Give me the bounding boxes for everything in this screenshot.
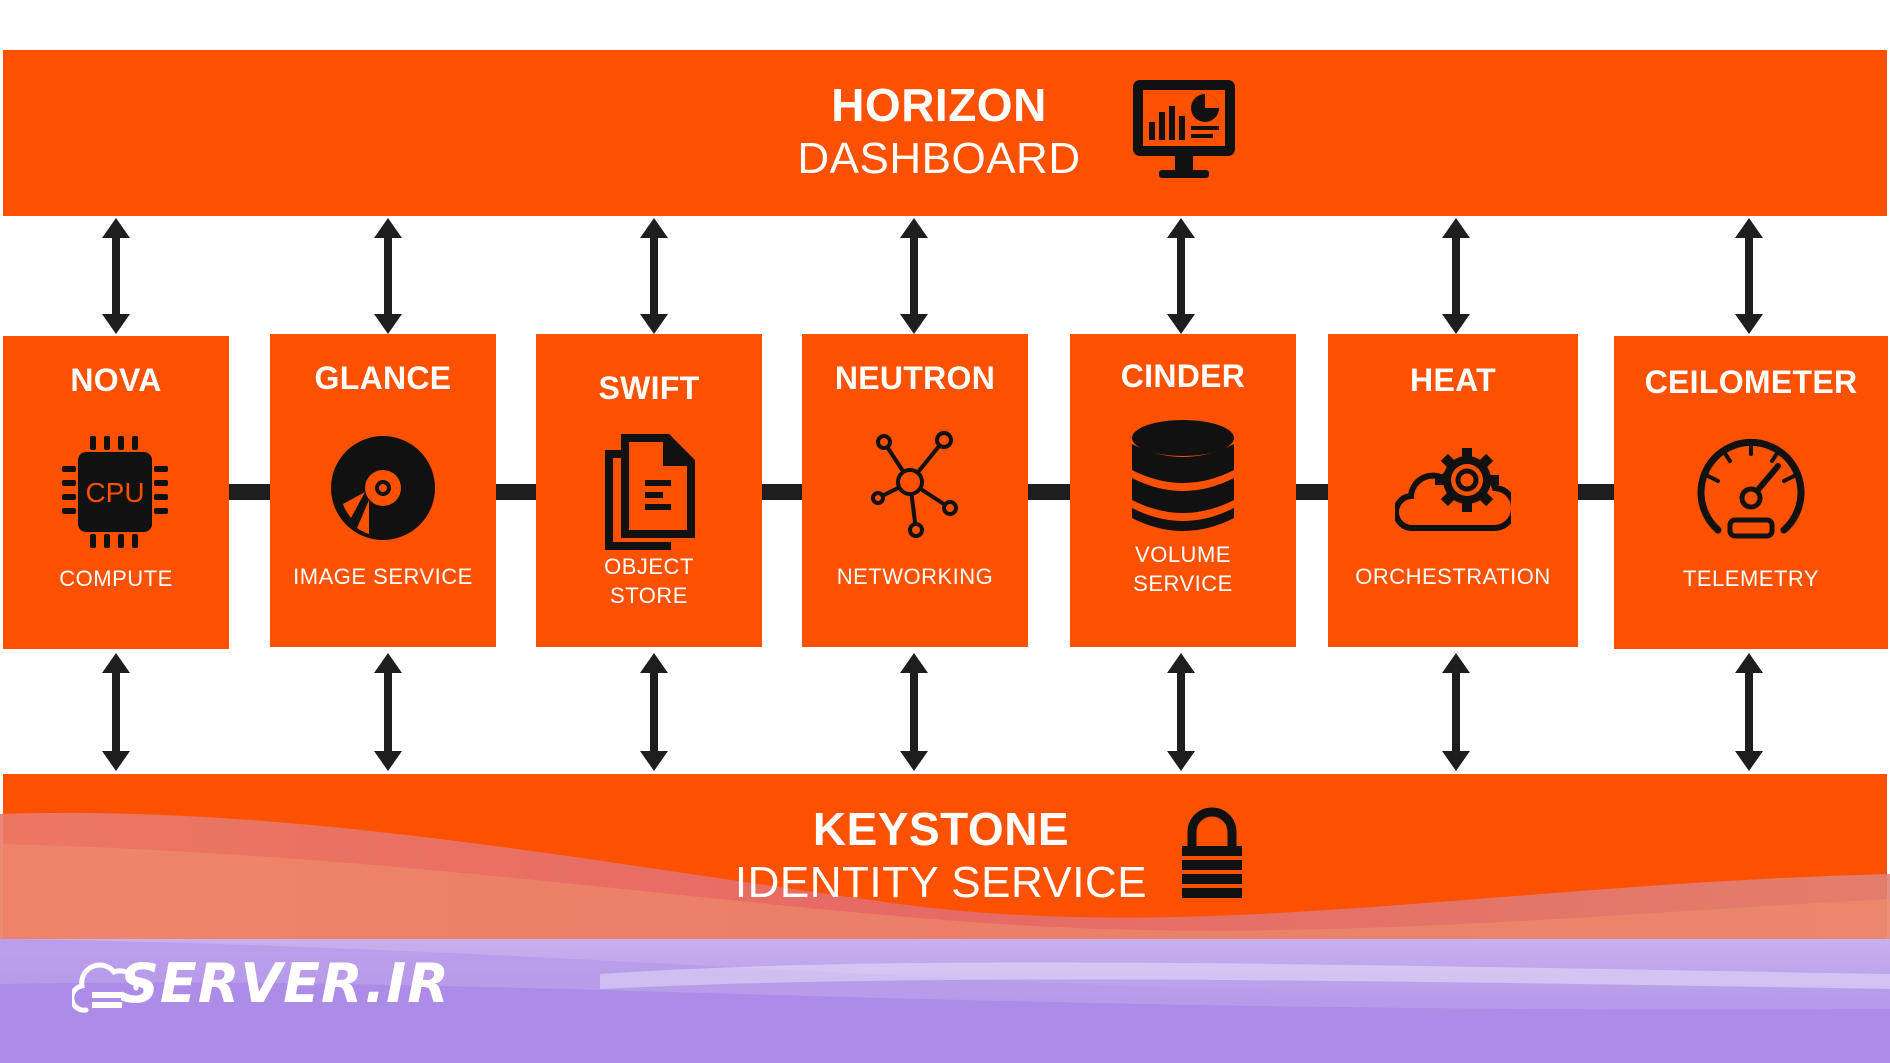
service-cinder: CINDER VOLUME SERVICE: [1070, 334, 1296, 647]
service-name: NEUTRON: [834, 360, 996, 396]
keystone-subtitle: IDENTITY SERVICE: [734, 858, 1148, 907]
arrow-ceilometer-keystone: [1735, 653, 1763, 771]
arrow-nova-keystone: [102, 653, 130, 771]
service-neutron: NEUTRON NETWORKING: [802, 334, 1028, 647]
service-description: NETWORKING: [836, 564, 994, 589]
service-description-line2: STORE: [610, 583, 688, 608]
network-nodes-icon: [871, 431, 958, 538]
service-name: HEAT: [1410, 362, 1496, 398]
horizon-dashboard-bar: HORIZON DASHBOARD: [3, 50, 1887, 216]
service-description: IMAGE SERVICE: [293, 564, 473, 589]
arrow-horizon-glance: [374, 218, 402, 334]
link-swift-neutron: [762, 484, 802, 500]
dashboard-monitor-icon: [1133, 80, 1235, 178]
arrow-glance-keystone: [374, 653, 402, 771]
arrow-horizon-swift: [640, 218, 668, 334]
arrow-neutron-keystone: [900, 653, 928, 771]
arrow-horizon-neutron: [900, 218, 928, 334]
service-nova: NOVA CPU COMPUTE: [3, 336, 229, 649]
arrow-heat-keystone: [1442, 653, 1470, 771]
service-heat: HEAT ORCHESTRATION: [1328, 334, 1578, 647]
horizon-subtitle: DASHBOARD: [797, 134, 1081, 183]
service-description: COMPUTE: [59, 566, 173, 591]
service-name: CEILOMETER: [1644, 364, 1858, 400]
service-description-line2: SERVICE: [1133, 571, 1233, 596]
keystone-identity-bar: KEYSTONE IDENTITY SERVICE: [3, 774, 1887, 939]
cpu-icon: CPU: [62, 436, 168, 548]
service-name: GLANCE: [314, 360, 452, 396]
keystone-title: KEYSTONE: [812, 803, 1070, 855]
arrow-horizon-nova: [102, 218, 130, 334]
arrow-horizon-cinder: [1167, 218, 1195, 334]
service-description-line1: VOLUME: [1135, 542, 1231, 567]
padlock-icon: [1182, 807, 1242, 898]
horizon-title-block: HORIZON DASHBOARD: [0, 78, 1881, 184]
service-glance: GLANCE IMAGE SERVICE: [270, 334, 496, 647]
disc-icon: [331, 436, 435, 540]
service-name: NOVA: [70, 362, 162, 398]
link-heat-ceilometer: [1578, 484, 1614, 500]
service-name: CINDER: [1120, 358, 1246, 394]
link-neutron-cinder: [1028, 484, 1070, 500]
service-name: SWIFT: [598, 370, 700, 406]
horizon-title: HORIZON: [831, 79, 1047, 131]
database-icon: [1132, 420, 1234, 531]
arrow-horizon-heat: [1442, 218, 1470, 334]
service-description-block: OBJECT STORE: [536, 552, 762, 610]
arrow-swift-keystone: [640, 653, 668, 771]
service-description: ORCHESTRATION: [1355, 564, 1551, 589]
arrow-horizon-ceilometer: [1735, 218, 1763, 334]
service-description-line1: OBJECT: [604, 554, 694, 579]
service-swift: SWIFT OBJECT STORE: [536, 334, 762, 647]
link-glance-swift: [496, 484, 536, 500]
cloud-gear-icon: [1395, 448, 1511, 532]
link-nova-glance: [229, 484, 270, 500]
service-ceilometer: CEILOMETER TELEMETRY: [1614, 336, 1888, 649]
service-description-block: VOLUME SERVICE: [1070, 540, 1296, 598]
service-description: TELEMETRY: [1682, 566, 1820, 591]
cpu-icon-label: CPU: [85, 477, 144, 508]
keystone-title-block: KEYSTONE IDENTITY SERVICE: [3, 802, 1883, 908]
link-cinder-heat: [1296, 484, 1328, 500]
speedometer-icon: [1697, 438, 1805, 539]
watermark-text: SERVER.IR: [120, 952, 450, 1015]
arrow-cinder-keystone: [1167, 653, 1195, 771]
documents-icon: [605, 434, 695, 550]
